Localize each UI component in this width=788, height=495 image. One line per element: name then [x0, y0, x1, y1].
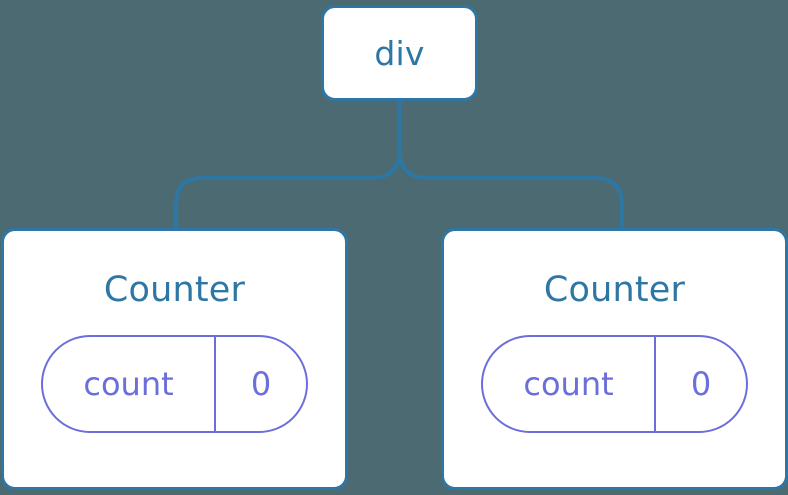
node-counter-left[interactable]: Counter count 0 — [1, 228, 348, 490]
state-pill[interactable]: count 0 — [481, 335, 748, 433]
node-counter-right[interactable]: Counter count 0 — [441, 228, 788, 490]
state-key-label: count — [83, 365, 174, 403]
state-pill-value: 0 — [656, 337, 746, 431]
connector-left-branch — [174, 98, 402, 234]
node-title: Counter — [543, 270, 686, 310]
state-pill[interactable]: count 0 — [41, 335, 308, 433]
node-root-div[interactable]: div — [321, 5, 478, 101]
state-pill-key: count — [483, 337, 656, 431]
state-key-label: count — [523, 365, 614, 403]
connector-right-branch — [397, 98, 624, 234]
node-title: Counter — [103, 270, 246, 310]
state-value-label: 0 — [250, 365, 272, 403]
state-pill-key: count — [43, 337, 216, 431]
state-pill-value: 0 — [216, 337, 306, 431]
node-root-label: div — [374, 33, 425, 73]
state-value-label: 0 — [690, 365, 712, 403]
